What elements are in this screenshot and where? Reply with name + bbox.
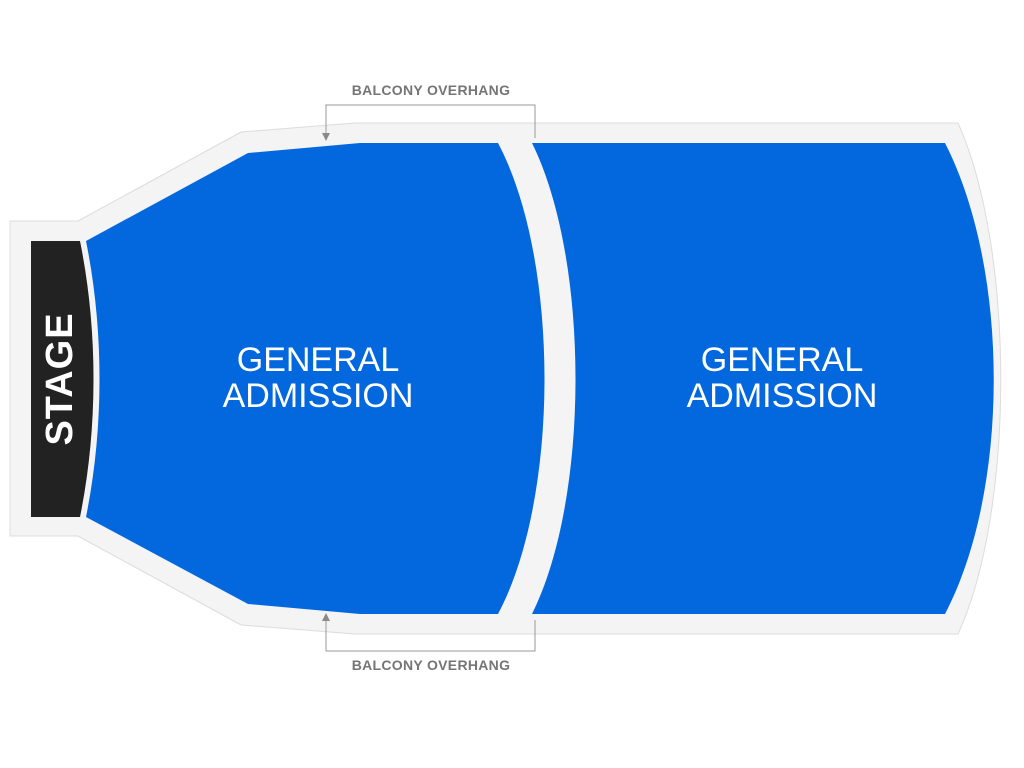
section-general-admission-rear[interactable]: GENERAL ADMISSION	[532, 143, 994, 614]
balcony-overhang-label: BALCONY OVERHANG	[352, 82, 511, 98]
leader-line	[325, 104, 536, 138]
up-arrow-icon	[322, 613, 330, 621]
balcony-overhang-top-annotation: BALCONY OVERHANG	[322, 82, 536, 141]
section-label: GENERAL	[701, 341, 864, 379]
section-label: ADMISSION	[687, 377, 878, 415]
balcony-overhang-label: BALCONY OVERHANG	[352, 657, 511, 673]
section-label: GENERAL	[237, 341, 400, 379]
balcony-overhang-bottom-annotation: BALCONY OVERHANG	[322, 613, 536, 673]
stage-label: STAGE	[39, 312, 81, 445]
section-shape[interactable]	[532, 143, 994, 614]
section-label: ADMISSION	[223, 377, 414, 415]
stage-shape	[31, 241, 94, 517]
leader-line	[325, 620, 536, 652]
section-general-admission-front[interactable]: GENERAL ADMISSION	[86, 143, 545, 614]
stage: STAGE	[31, 241, 94, 517]
down-arrow-icon	[322, 133, 330, 141]
section-shape[interactable]	[86, 143, 545, 614]
